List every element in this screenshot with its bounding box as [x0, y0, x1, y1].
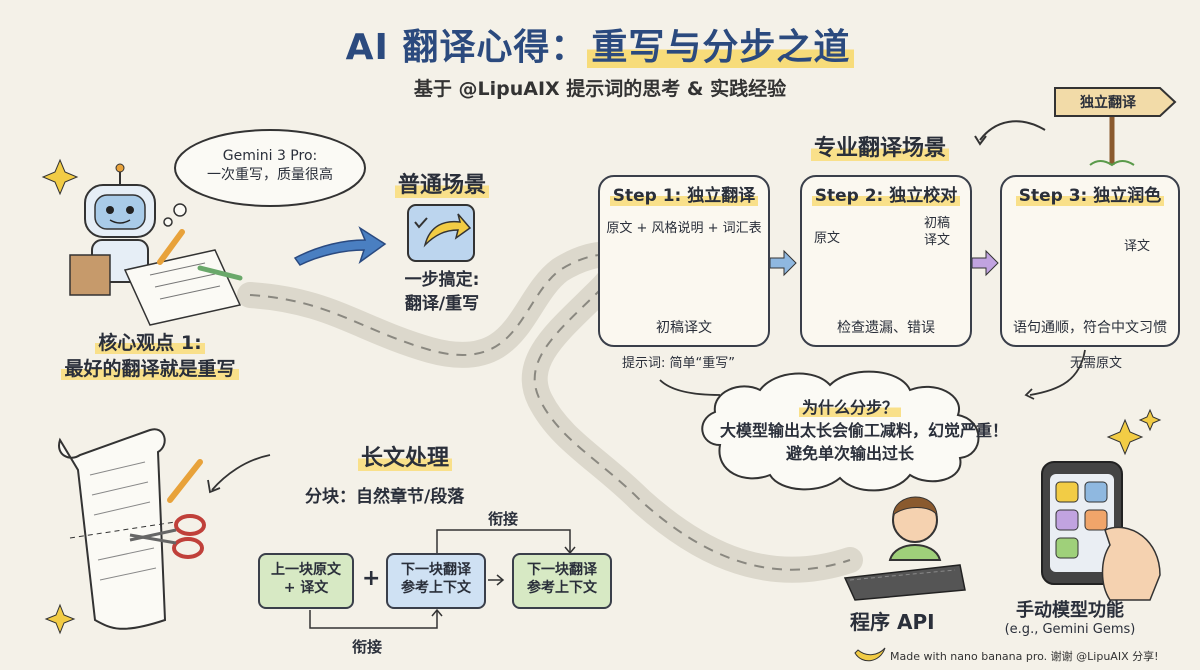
normal-scene-line: 一步搞定:	[404, 270, 480, 290]
chunk-next: 下一块翻译 参考上下文	[386, 553, 486, 609]
banana-icon	[854, 647, 886, 662]
signpost-label: 独立翻译	[1080, 95, 1136, 111]
arrow-right-icon	[293, 226, 387, 266]
page-subtitle: 基于 @LipuAIX 提示词的思考 & 实践经验	[413, 78, 787, 100]
signpost-icon	[1054, 87, 1177, 167]
step-1-inputs: 原文 + 风格说明 + 词汇表	[606, 221, 762, 236]
bubble-line: Gemini 3 Pro:	[222, 148, 318, 164]
normal-scene-desc: 一步搞定: 翻译/重写	[372, 268, 512, 316]
professional-scene-title: 专业翻译场景	[800, 130, 960, 162]
shortcut-icon	[407, 204, 475, 262]
step-1-title: Step 1: 独立翻译	[600, 181, 768, 206]
link-top-label: 衔接	[488, 510, 519, 528]
step-2-input-left: 原文	[814, 231, 841, 246]
title-part-2: 重写与分步之道	[587, 27, 855, 68]
step-2-card: Step 2: 独立校对 原文 初稿 译文 检查遗漏、错误	[800, 175, 972, 347]
why-split-text: 为什么分步？ 大模型输出太长会偷工减料，幻觉严重！ 避免单次输出过长	[720, 396, 1009, 465]
arrow-right-icon	[769, 249, 797, 277]
why-split-line: 避免单次输出过长	[785, 444, 914, 463]
chunk-connectors	[309, 529, 576, 629]
why-split-title: 为什么分步？	[798, 398, 901, 417]
curved-arrow-icon	[979, 120, 1046, 141]
step-2-input-right: 初稿 译文	[924, 216, 951, 248]
sparkle-icon	[44, 603, 76, 635]
step-1-card: Step 1: 独立翻译 原文 + 风格说明 + 词汇表 初稿译文	[598, 175, 770, 347]
normal-scene-title: 普通场景	[382, 167, 502, 199]
chunk-previous: 上一块原文 + 译文	[258, 553, 354, 609]
link-bottom-label: 衔接	[352, 638, 383, 656]
why-split-line: 大模型输出太长会偷工减料，幻觉严重！	[720, 421, 1009, 440]
chunk-result: 下一块翻译 参考上下文	[512, 553, 612, 609]
gemini-bubble-text: Gemini 3 Pro: 一次重写，质量很高	[200, 147, 340, 185]
step-1-output: 初稿译文	[656, 320, 712, 336]
manual-feature-title: 手动模型功能	[1016, 600, 1124, 621]
step-3-input: 译文	[1124, 239, 1151, 254]
robot-writer-illustration	[69, 163, 243, 326]
thought-bubble	[163, 129, 366, 227]
phone-illustration	[1041, 461, 1161, 601]
long-text-title: 长文处理	[335, 440, 475, 472]
core-view-line: 核心观点 1:	[95, 332, 205, 354]
step-3-output: 语句通顺，符合中文习惯	[1013, 320, 1167, 336]
sparkle-icon	[1106, 418, 1144, 456]
bubble-line: 一次重写，质量很高	[207, 167, 333, 183]
why-cloud	[701, 370, 980, 492]
step-2-title: Step 2: 独立校对	[802, 181, 970, 206]
scroll-scissors-illustration	[58, 428, 206, 630]
step-2-output: 检查遗漏、错误	[837, 320, 935, 336]
manual-feature-sub: (e.g., Gemini Gems)	[1004, 622, 1136, 637]
sparkle-icon	[41, 158, 79, 196]
normal-scene-line: 翻译/重写	[404, 294, 480, 314]
page-title: AI 翻译心得：重写与分步之道	[0, 18, 1200, 70]
arrow-right-icon	[971, 249, 999, 277]
sparkle-icon	[1138, 408, 1162, 432]
program-api-label: 程序 API	[850, 610, 935, 634]
core-view-line: 最好的翻译就是重写	[61, 358, 239, 380]
chunking-rule: 分块：自然章节/段落	[305, 487, 465, 507]
core-view: 核心观点 1: 最好的翻译就是重写	[40, 330, 260, 382]
step-3-card: Step 3: 独立润色 译文 语句通顺，符合中文习惯	[1000, 175, 1180, 347]
prompt-note: 提示词: 简单“重写”	[622, 356, 735, 371]
no-source-note: 无需原文	[1070, 356, 1123, 371]
programmer-illustration	[843, 496, 966, 601]
title-part-1: AI 翻译心得：	[345, 27, 588, 68]
step-3-title: Step 3: 独立润色	[1002, 181, 1178, 206]
footer-credit: Made with nano banana pro. 谢谢 @LipuAIX 分…	[890, 650, 1159, 663]
plus-sign: +	[362, 566, 381, 591]
